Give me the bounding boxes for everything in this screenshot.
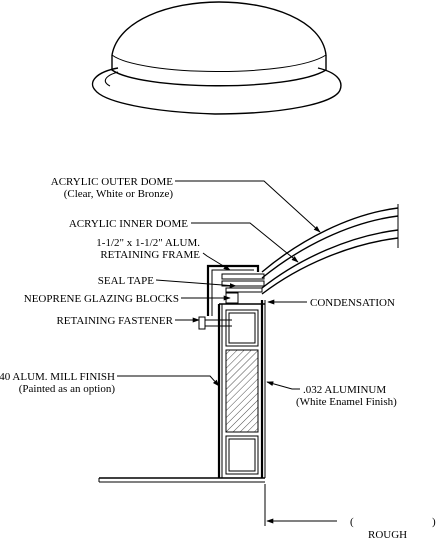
labels: ACRYLIC OUTER DOME (Clear, White or Bron… xyxy=(0,176,436,541)
aluminum-leader xyxy=(266,381,300,390)
mill-finish-note: (Painted as an option) xyxy=(19,383,116,395)
dome-flange-outer xyxy=(221,273,265,280)
insulation-fill xyxy=(225,349,259,433)
dome-base-band xyxy=(111,55,327,87)
mill-finish-leader xyxy=(117,375,220,387)
retaining-frame xyxy=(206,264,260,316)
outer-dome-note: (Clear, White or Bronze) xyxy=(64,188,174,200)
glazing-blocks-label: NEOPRENE GLAZING BLOCKS xyxy=(24,293,179,305)
condensation-label: CONDENSATION xyxy=(310,297,395,309)
mill-finish-label: .040 ALUM. MILL FINISH xyxy=(0,371,115,383)
outer-dome-leader xyxy=(175,180,321,233)
rough-label: ROUGH xyxy=(368,529,407,541)
aluminum-label: .032 ALUMINUM xyxy=(303,384,386,396)
inner-dome-curve-b xyxy=(261,237,399,295)
curb-section xyxy=(98,264,266,526)
outer-dome-curve-b xyxy=(261,215,399,279)
aluminum-note: (White Enamel Finish) xyxy=(296,396,397,408)
fastener-head xyxy=(198,316,206,330)
dome-base-band-top xyxy=(111,54,327,72)
fastener-label: RETAINING FASTENER xyxy=(56,315,173,327)
dome-flange-inner xyxy=(104,71,119,87)
dome-perspective-view xyxy=(91,1,342,115)
seal-tape-label: SEAL TAPE xyxy=(98,275,155,287)
leader-lines xyxy=(117,180,337,524)
rough-paren-close: ) xyxy=(432,516,436,528)
bottom-blocking xyxy=(225,435,259,475)
outer-dome-label: ACRYLIC OUTER DOME xyxy=(51,176,174,188)
top-blocking xyxy=(225,309,259,347)
dome-flange xyxy=(91,67,342,115)
frame-label-line1: 1-1/2" x 1-1/2" ALUM. xyxy=(96,237,200,249)
retaining-frame-inner xyxy=(211,269,254,316)
inner-dome-leader xyxy=(191,222,299,263)
dome-section-curves xyxy=(261,204,399,295)
inner-dome-label: ACRYLIC INNER DOME xyxy=(69,218,188,230)
frame-leader xyxy=(202,252,231,271)
inner-dome-curve-a xyxy=(261,229,399,289)
bottom-blocking-inner xyxy=(228,438,256,472)
rough-paren-open: ( xyxy=(350,516,354,528)
seal-tape xyxy=(225,287,263,293)
seal-tape-leader xyxy=(155,279,237,288)
outer-dome-curve-a xyxy=(261,207,399,273)
frame-label-line2: RETAINING FRAME xyxy=(100,249,200,261)
dome-shell xyxy=(111,1,327,56)
dome-flange-inner-block xyxy=(221,280,265,287)
top-blocking-inner xyxy=(228,312,256,344)
